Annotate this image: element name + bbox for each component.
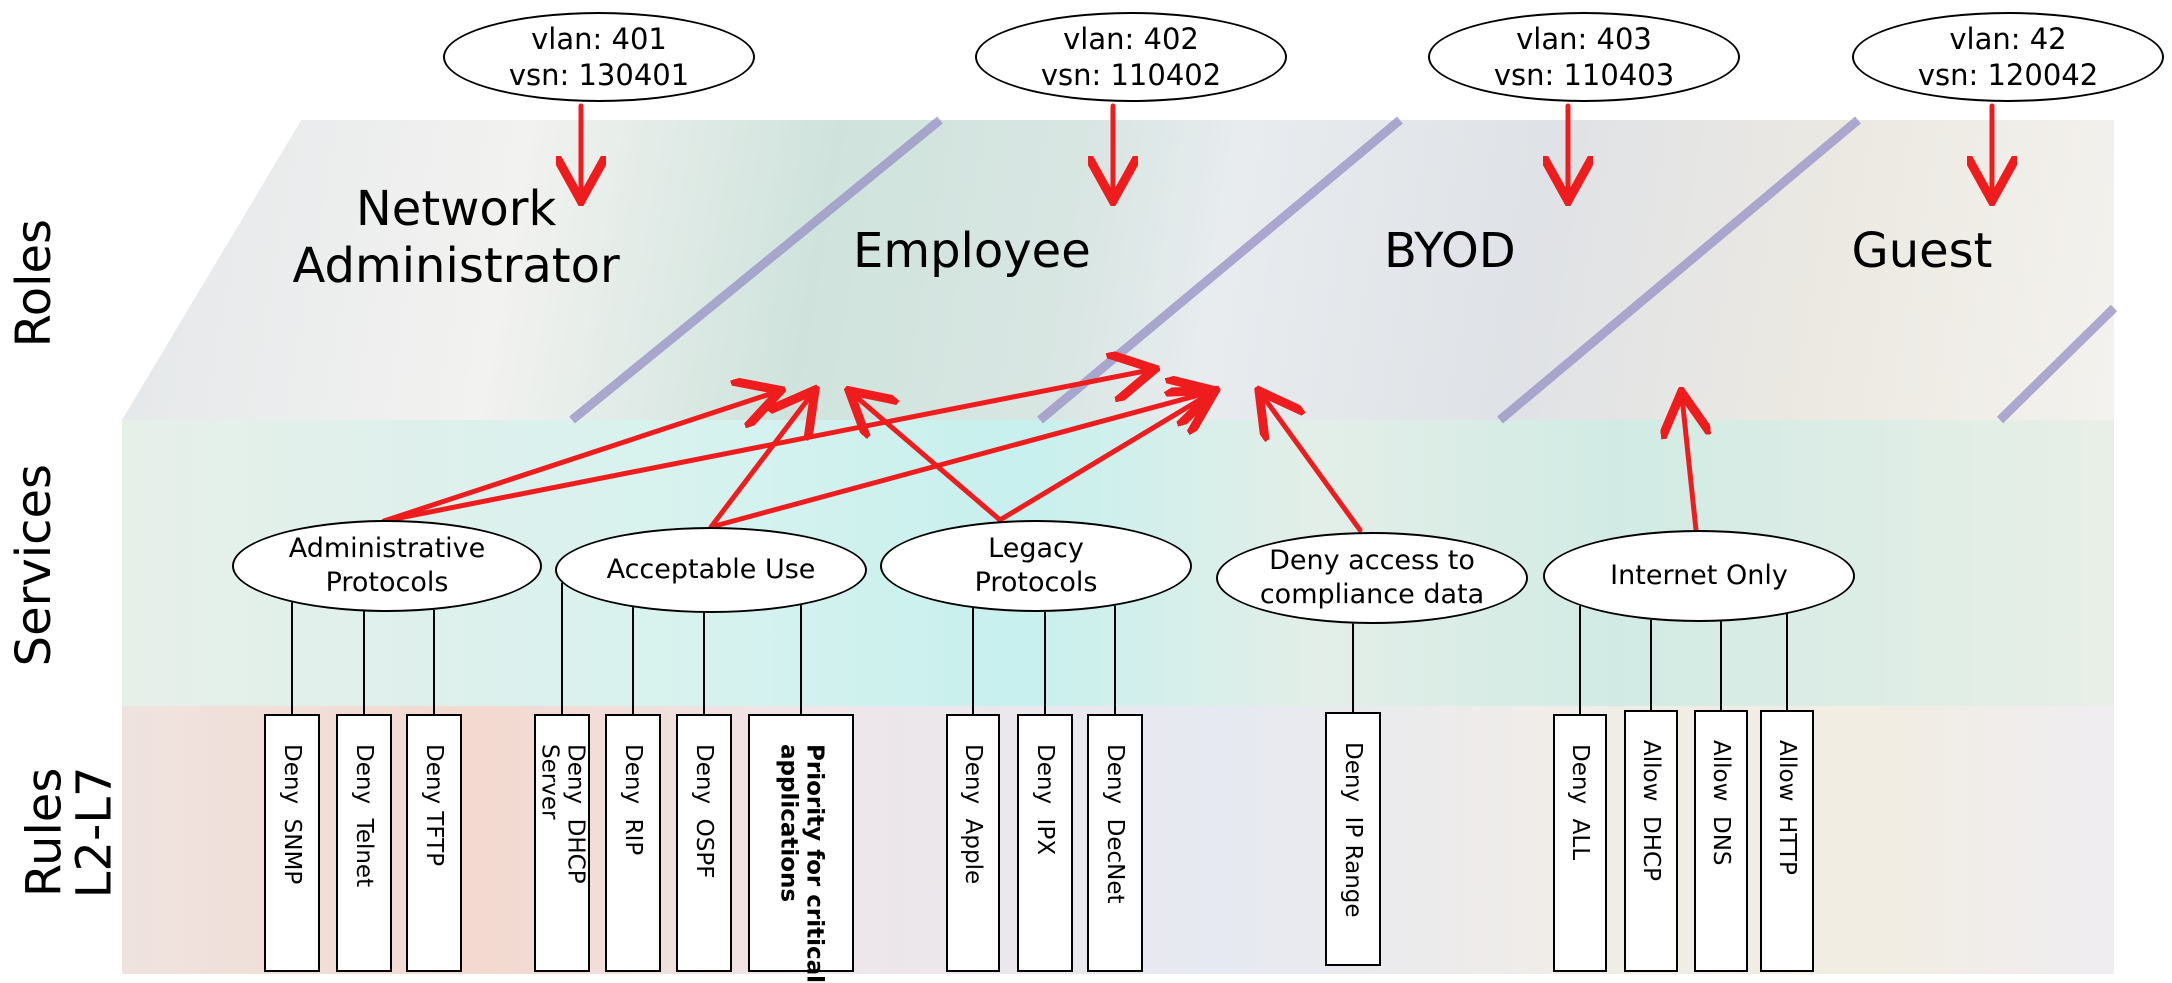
- service-ellipse: Legacy Protocols: [880, 520, 1192, 612]
- rule-box: Deny ALL: [1553, 714, 1607, 972]
- role-divider: [569, 116, 943, 424]
- rule-box: Deny SNMP: [264, 714, 320, 972]
- services-side-label: Services: [6, 463, 63, 667]
- mapping-arrow: [708, 392, 1210, 530]
- rule-label: Deny ALL: [1567, 744, 1594, 861]
- role-dividers: [569, 116, 2118, 424]
- rule-box: Deny DecNet: [1087, 714, 1143, 972]
- rule-label: Deny RIP: [620, 744, 647, 856]
- rule-label: Allow DNS: [1708, 740, 1735, 866]
- rule-box: Deny TFTP: [406, 714, 462, 972]
- rule-box: Priority for critical applications: [748, 714, 854, 983]
- roles-side-label: Roles: [6, 218, 63, 348]
- rule-box: Deny IPX: [1017, 714, 1073, 972]
- service-ellipse: Administrative Protocols: [232, 520, 542, 612]
- rule-label: Deny Telnet: [351, 744, 378, 888]
- rule-box: Allow DNS: [1694, 710, 1748, 972]
- vlan-ellipse: vlan: 401 vsn: 130401: [443, 12, 755, 102]
- rule-label: Deny OSPF: [691, 744, 718, 879]
- rule-label: Priority for critical applications: [775, 744, 828, 983]
- mapping-arrow: [997, 393, 1211, 523]
- role-label: BYOD: [1384, 223, 1516, 279]
- mapping-arrow: [381, 392, 776, 524]
- mapping-arrows: [381, 103, 1992, 533]
- rule-label: Deny TFTP: [421, 744, 448, 867]
- role-divider: [1497, 116, 1861, 424]
- role-label: Employee: [853, 223, 1091, 279]
- rule-box: Deny DHCP Server: [534, 714, 590, 972]
- role-label: Guest: [1851, 223, 1993, 279]
- rule-label: Deny SNMP: [279, 744, 306, 885]
- mapping-arrow: [853, 394, 1003, 523]
- rule-box: Allow HTTP: [1760, 710, 1814, 972]
- rule-label: Deny DHCP Server: [536, 744, 589, 884]
- mapping-arrow: [1682, 397, 1696, 533]
- mapping-arrow: [381, 370, 1150, 524]
- rule-box: Deny OSPF: [676, 714, 732, 972]
- vlan-ellipse: vlan: 402 vsn: 110402: [975, 12, 1287, 102]
- rules-side-label: Rules L2-L7: [16, 765, 123, 898]
- rule-label: Allow DHCP: [1638, 740, 1665, 881]
- rule-label: Allow HTTP: [1774, 740, 1801, 875]
- service-rule-connectors: [291, 582, 1788, 714]
- rule-label: Deny Apple: [960, 744, 987, 885]
- rule-box: Deny Telnet: [336, 714, 392, 972]
- rule-label: Deny IPX: [1032, 744, 1059, 856]
- role-divider: [1037, 116, 1403, 424]
- rule-label: Deny IP Range: [1340, 742, 1367, 918]
- service-ellipse: Deny access to compliance data: [1216, 532, 1528, 624]
- vlan-ellipse: vlan: 403 vsn: 110403: [1428, 12, 1740, 102]
- service-ellipse: Internet Only: [1543, 530, 1855, 622]
- rule-box: Deny Apple: [946, 714, 1000, 972]
- role-divider: [1996, 304, 2118, 424]
- rule-label: Deny DecNet: [1102, 744, 1129, 904]
- rule-box: Allow DHCP: [1624, 710, 1678, 972]
- mapping-arrow: [708, 394, 812, 530]
- service-ellipse: Acceptable Use: [555, 527, 867, 613]
- role-label: Network Administrator: [292, 180, 620, 295]
- vlan-ellipse: vlan: 42 vsn: 120042: [1852, 12, 2164, 102]
- mapping-arrow: [1262, 395, 1363, 533]
- rule-box: Deny IP Range: [1325, 712, 1381, 966]
- rule-box: Deny RIP: [605, 714, 661, 972]
